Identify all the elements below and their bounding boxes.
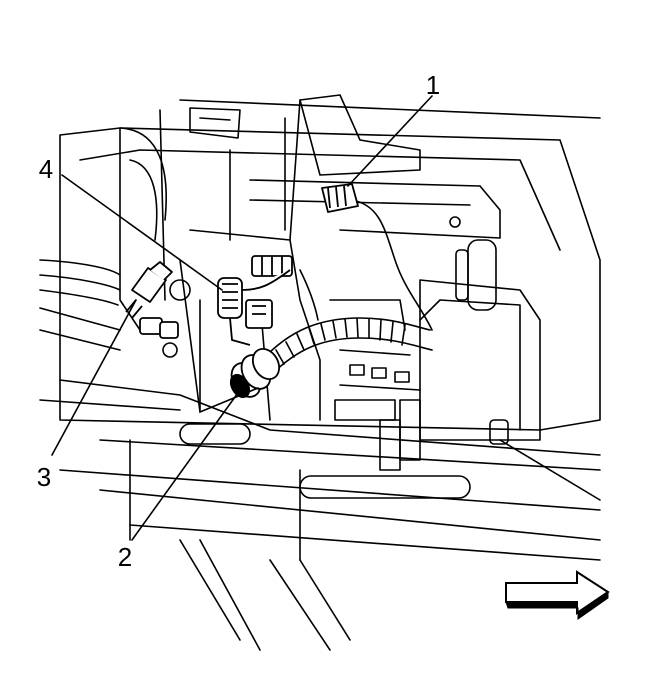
leader-line-4a bbox=[61, 174, 223, 291]
callout-1: 1 bbox=[426, 70, 440, 100]
wiring-harness bbox=[261, 199, 433, 377]
callout-4: 4 bbox=[39, 154, 53, 184]
leader-line-4b bbox=[179, 259, 259, 414]
callout-2: 2 bbox=[118, 542, 132, 572]
leader-line-2 bbox=[131, 389, 241, 541]
callout-3: 3 bbox=[37, 462, 51, 492]
connector-4 bbox=[217, 255, 293, 346]
leader-line-3 bbox=[51, 299, 137, 456]
leader-line-1 bbox=[347, 95, 433, 187]
connector-3 bbox=[125, 261, 179, 339]
arrow-right-icon bbox=[505, 570, 610, 620]
connector-1 bbox=[321, 183, 359, 213]
connector-2 bbox=[229, 348, 281, 399]
leader-lines bbox=[51, 95, 433, 541]
chassis-structure bbox=[39, 94, 601, 651]
